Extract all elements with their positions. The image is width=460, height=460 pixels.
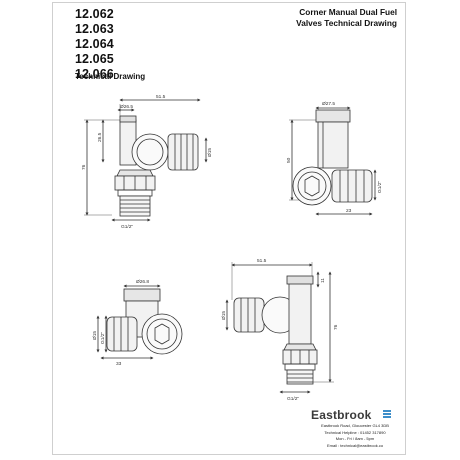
technical-helpline: Technical Helpline : 01452 317890	[324, 429, 386, 435]
brand-mark-stripe	[383, 410, 391, 412]
drawing-title: Corner Manual Dual Fuel Valves Technical…	[217, 7, 397, 28]
dim-width-bottom: 23	[346, 208, 352, 214]
product-code: 12.066	[75, 67, 114, 81]
dim-height: 50	[286, 157, 292, 163]
dim-diameter-side: Ø15	[207, 148, 213, 157]
dim-diameter-side: Ø15	[92, 331, 98, 340]
sheet-border	[52, 2, 406, 455]
brand-mark-icon	[383, 410, 391, 421]
contact-email[interactable]: Email : technical@eastbrook.co	[326, 442, 384, 448]
dim-width-top: 51.5	[156, 94, 166, 100]
dim-diameter-top: Ø27.5	[322, 101, 335, 107]
company-address: Eastbrook Road, Gloucester GL4 3DB	[321, 423, 389, 428]
contact-details: Eastbrook Road, Gloucester GL4 3DB Techn…	[309, 423, 401, 449]
dim-diameter-side: Ø15	[221, 311, 227, 320]
brand-mark-stripe	[383, 416, 391, 418]
product-codes: 12.062 12.063 12.064 12.065 12.066	[75, 7, 114, 82]
dim-thread-side: G1/2"	[100, 332, 106, 344]
product-code: 12.062	[75, 7, 114, 21]
product-code: 12.064	[75, 37, 114, 51]
view-top-right-labels: Ø27.5 50 G1/2" 23	[286, 101, 383, 214]
view-bottom-right-labels: 51.5 11 Ø15 76 G1/2"	[221, 258, 339, 402]
dim-thread: G1/2"	[287, 396, 299, 402]
dim-height-small: 11	[320, 278, 326, 283]
view-bottom-left	[96, 284, 183, 360]
view-bottom-right	[225, 262, 334, 394]
dim-diameter-top: Ø26.8	[136, 279, 149, 285]
company-info-block: Eastbrook Eastbrook Road, Gloucester GL4…	[309, 406, 401, 452]
product-code: 12.063	[75, 22, 114, 36]
dim-width-bottom: 33	[116, 361, 122, 367]
brand-logo: Eastbrook	[311, 408, 372, 422]
title-line: Corner Manual Dual Fuel	[299, 7, 397, 17]
dim-height-total: 76	[333, 324, 339, 330]
dim-width-top: 51.5	[257, 258, 267, 264]
view-top-left-labels: 51.5 Ø26.5 26.5 76 Ø15 G1/2"	[81, 94, 213, 230]
opening-hours: Mon - Fri / 8am - 5pm	[335, 436, 375, 442]
brand-mark-stripe	[383, 413, 391, 415]
title-line: Valves Technical Drawing	[296, 17, 397, 28]
dim-thread-side: G1/2"	[377, 181, 383, 193]
view-bottom-left-labels: Ø26.8 Ø15 G1/2" 33	[92, 279, 149, 367]
product-code: 12.065	[75, 52, 114, 66]
dim-height-total: 76	[81, 164, 87, 170]
dim-thread: G1/2"	[121, 224, 133, 230]
view-top-right	[289, 106, 377, 216]
view-top-left	[84, 98, 208, 222]
dim-height-upper: 26.5	[97, 132, 103, 142]
drawing-subtitle: Technical Drawing	[75, 72, 146, 81]
dim-diameter-top: Ø26.5	[120, 104, 133, 110]
